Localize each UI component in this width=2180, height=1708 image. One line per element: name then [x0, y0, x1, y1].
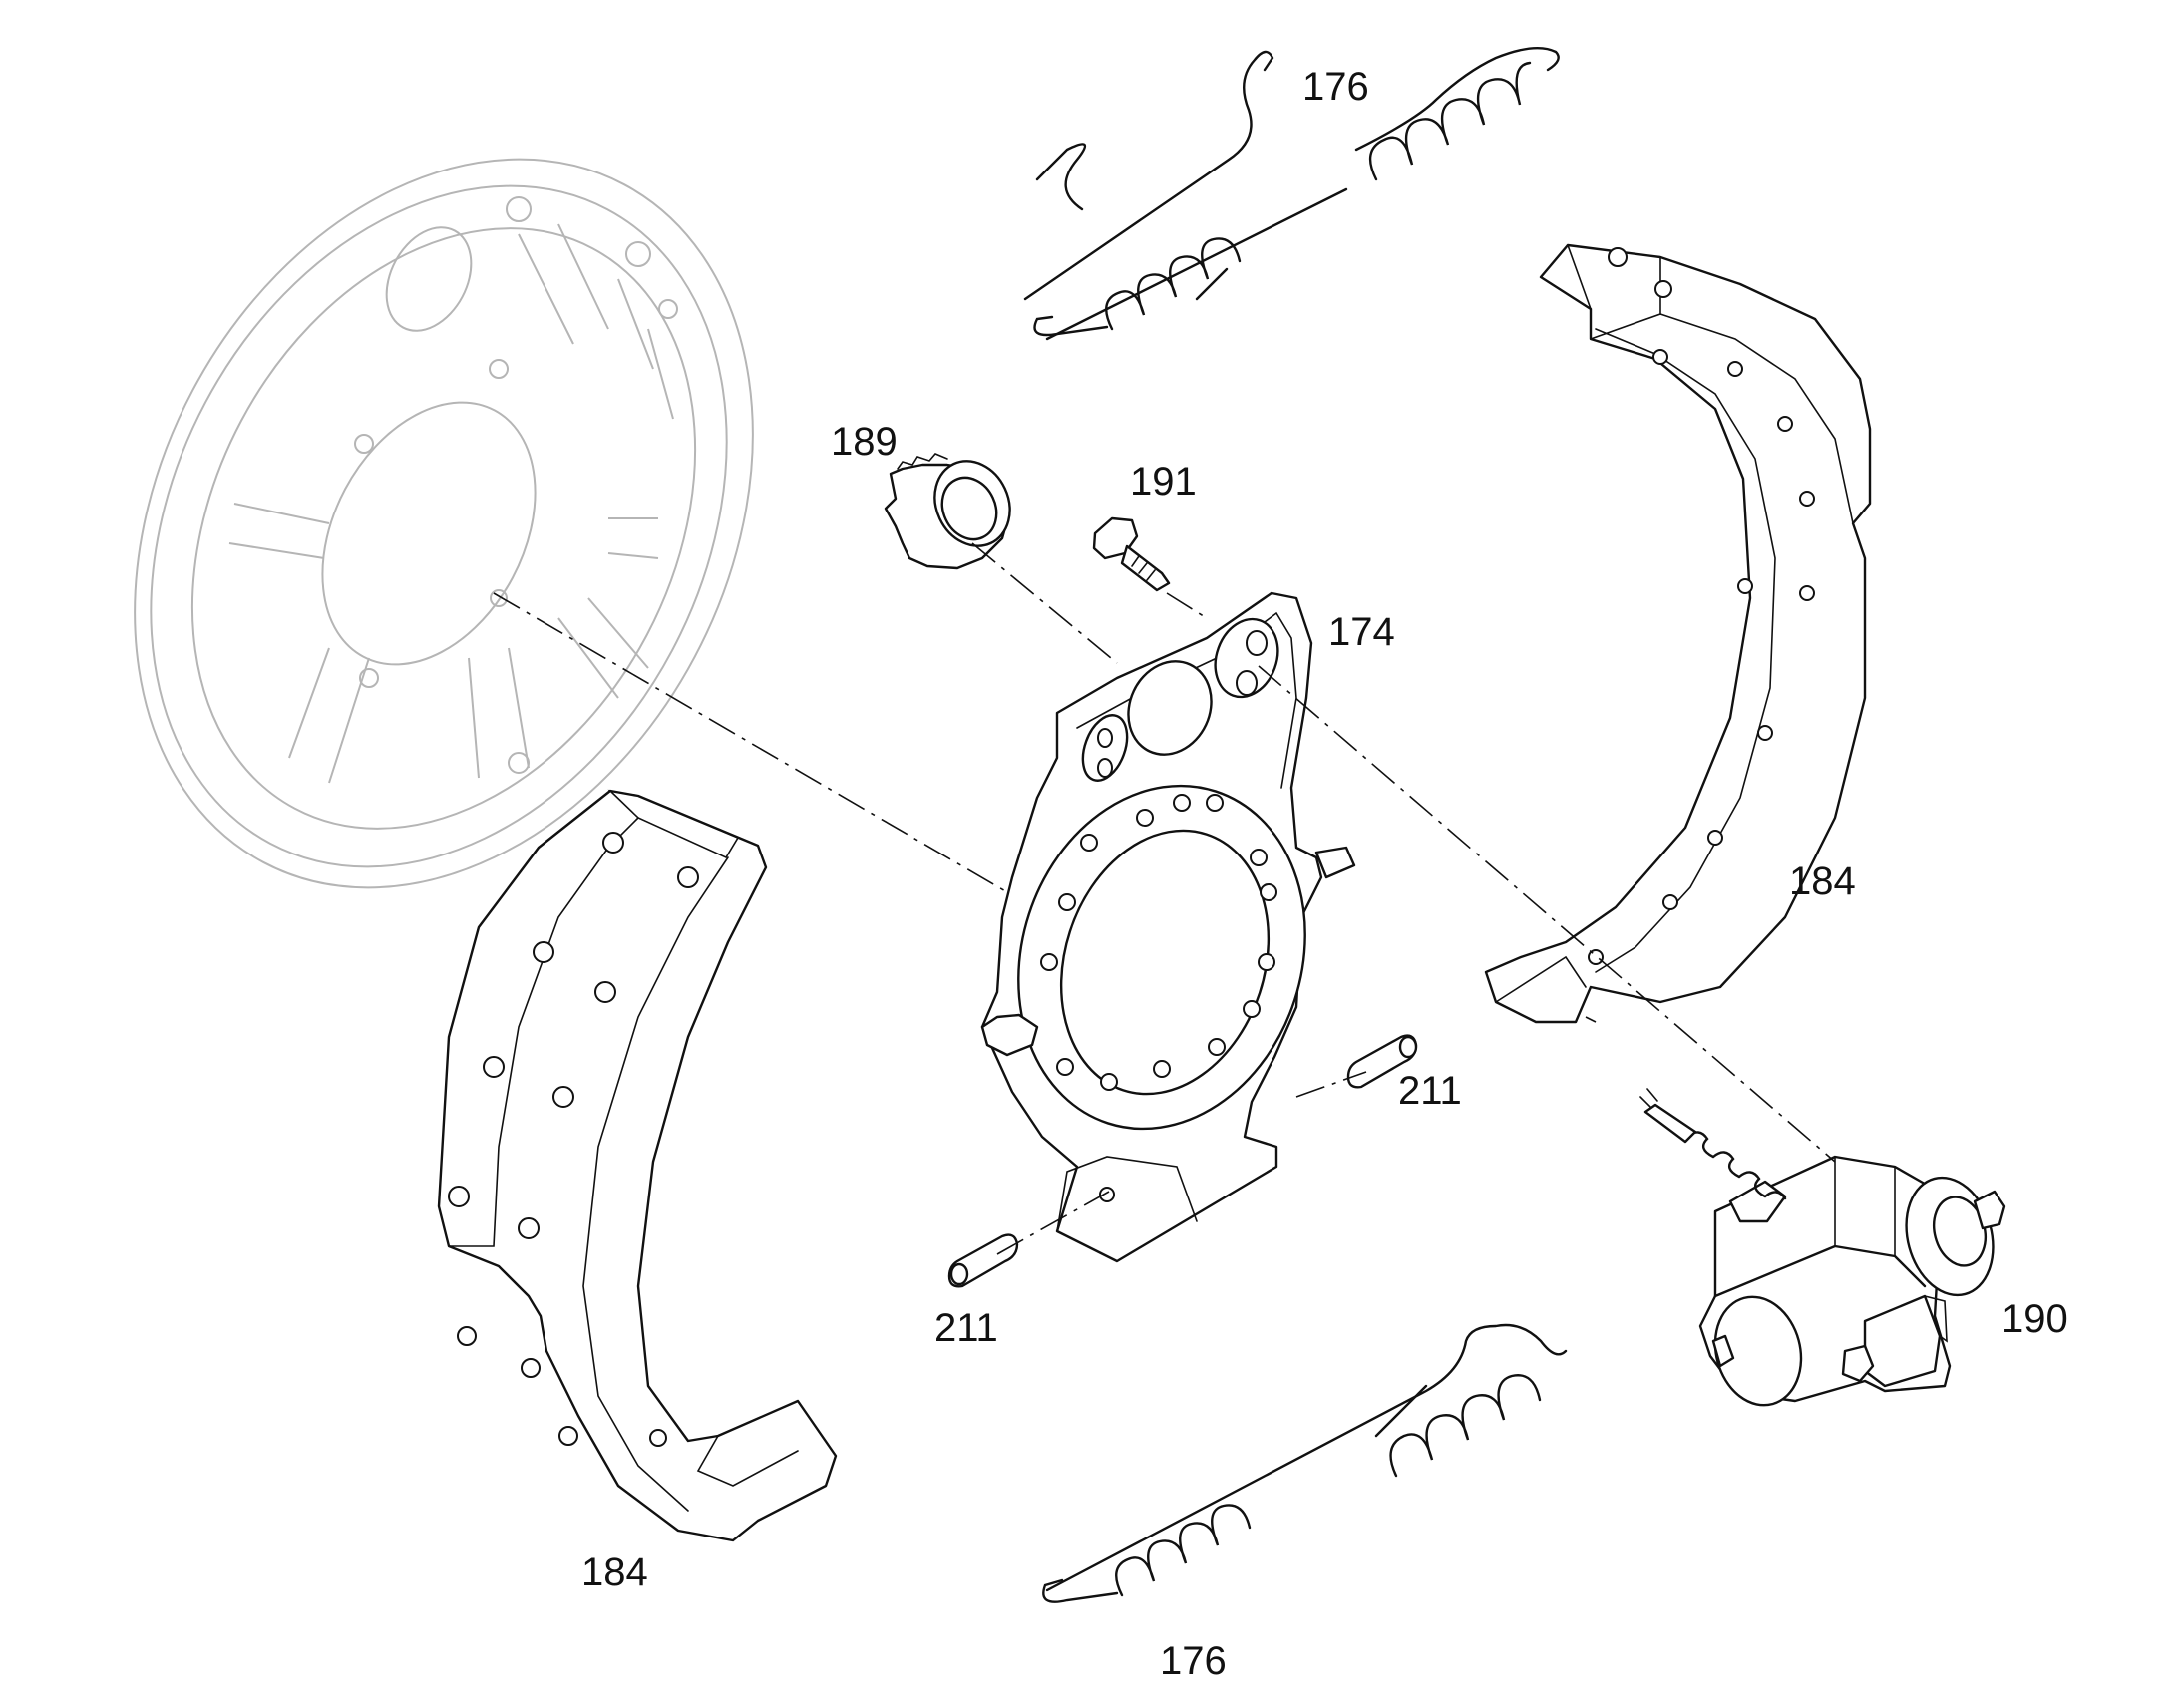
alignment-lines	[493, 542, 1836, 1255]
spring-coil-bottom-left	[1115, 1504, 1252, 1597]
spring-coil-bottom-right	[1389, 1374, 1542, 1478]
callout-211-left: 211	[934, 1306, 998, 1350]
callout-176-bottom: 176	[1160, 1639, 1227, 1683]
callout-176-top: 176	[1302, 65, 1369, 109]
return-spring-top	[1023, 46, 1560, 341]
wheel-cylinder	[1639, 1088, 2006, 1407]
callout-174: 174	[1328, 610, 1395, 654]
pin-right	[1346, 1034, 1418, 1089]
spring-coil-top-right	[1368, 61, 1532, 181]
callout-184-right: 184	[1789, 859, 1856, 903]
drum-backing-plate	[134, 158, 754, 889]
callout-211-right: 211	[1398, 1069, 1462, 1113]
callout-190: 190	[2001, 1297, 2068, 1341]
bolt	[1092, 516, 1171, 592]
spring-coil-top-left	[1105, 237, 1242, 331]
bushing	[884, 453, 1011, 570]
brake-shoe-left	[437, 789, 838, 1542]
return-spring-bottom	[1042, 1323, 1568, 1603]
pin-left	[947, 1233, 1019, 1288]
callout-184-left: 184	[581, 1550, 648, 1594]
back-plate	[980, 591, 1356, 1263]
callout-191: 191	[1130, 460, 1197, 504]
brake-shoe-right	[1484, 243, 1872, 1024]
callout-189: 189	[831, 420, 898, 464]
